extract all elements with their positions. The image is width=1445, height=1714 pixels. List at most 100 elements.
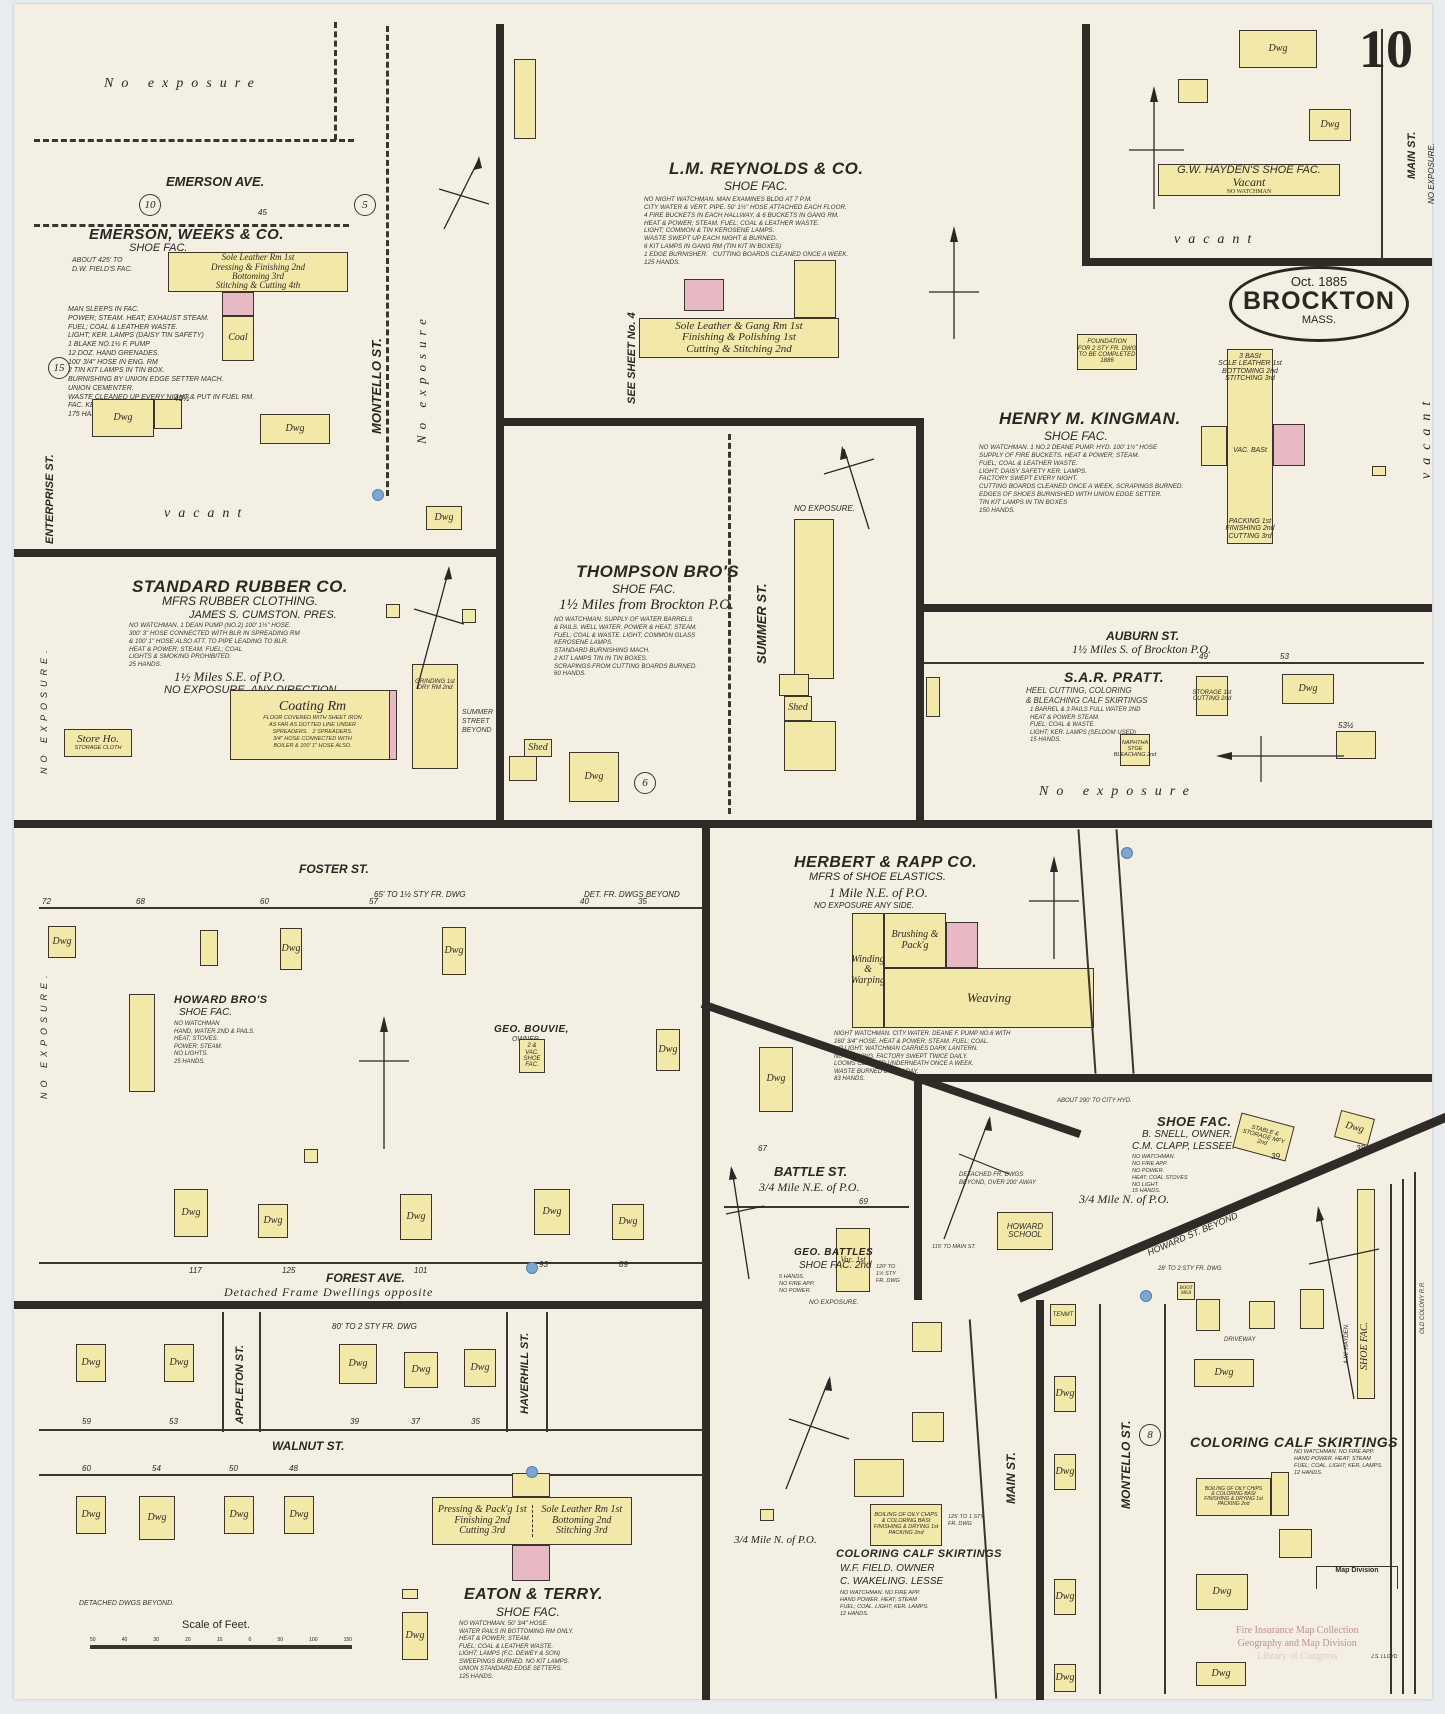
winding-warping-room[interactable]: Winding & Warping [851, 913, 885, 1028]
dwelling[interactable]: Dwg [258, 1204, 288, 1238]
howard-bros-notes: NO WATCHMAN HAND, WATER 2nd & PAILS. HEA… [174, 1021, 255, 1065]
naphtha-storage[interactable]: NAPHTHA STGE BLEACHING 2nd [1114, 734, 1156, 766]
dwelling[interactable]: Dwg [1196, 1662, 1246, 1686]
dwelling[interactable]: Dwg [48, 926, 76, 958]
lm-reynolds-factory[interactable]: Sole Leather & Gang Rm 1st Finishing & P… [639, 318, 839, 358]
outbuilding[interactable] [304, 1149, 318, 1163]
battle-st-label: BATTLE ST. [774, 1164, 848, 1179]
aw-hayden-annex[interactable] [1271, 1472, 1289, 1516]
dwelling[interactable]: Dwg [1333, 1109, 1376, 1147]
thompson-distance: 1½ Miles from Brockton P.O. [559, 597, 734, 613]
office[interactable] [1201, 426, 1227, 466]
dwelling[interactable]: Dwg [260, 414, 330, 444]
dwelling[interactable]: Dwg [442, 927, 466, 975]
haverhill-st-label: HAVERHILL ST. [519, 1332, 531, 1414]
lm-reynolds-annex[interactable] [794, 260, 836, 318]
dwelling[interactable]: Dwg [174, 1189, 208, 1237]
gw-hayden-status: Vacant [1232, 175, 1266, 190]
kingman-factory[interactable]: 3 BASt SOLE LEATHER 1st BOTTOMING 2nd ST… [1218, 349, 1282, 544]
dwelling[interactable]: Dwg [1239, 30, 1317, 68]
howard-school[interactable]: HOWARD SCHOOL [997, 1212, 1053, 1250]
shed[interactable]: Shed [524, 739, 552, 757]
dwelling[interactable]: Dwg [164, 1344, 194, 1382]
dwelling[interactable]: Dwg [464, 1349, 496, 1387]
dwelling[interactable]: Dwg [569, 752, 619, 802]
dwelling[interactable]: Dwg [1309, 109, 1351, 141]
dwelling[interactable]: Dwg [426, 506, 462, 530]
dwelling[interactable] [1249, 1301, 1275, 1329]
dwelling[interactable]: Dwg [1054, 1454, 1076, 1490]
stable-storage[interactable]: STABLE & STORAGE MFY 2nd [1232, 1112, 1295, 1162]
dwelling[interactable]: Dwg [280, 928, 302, 970]
dwelling[interactable]: Dwg [1194, 1359, 1254, 1387]
scale-title: Scale of Feet. [182, 1619, 250, 1631]
boot-maker[interactable]: BOOT MKR [1177, 1282, 1195, 1300]
battles-factory[interactable]: Vac. 1st [836, 1228, 870, 1292]
title-cartouche: Oct. 1885 BROCKTON MASS. [1229, 266, 1409, 342]
coal-shed-brett[interactable]: SHOE FAC. [1357, 1189, 1375, 1399]
dwelling[interactable]: Dwg [139, 1496, 175, 1540]
bouvie-factory[interactable]: 2 & VAC. SHOE FAC. [519, 1039, 545, 1073]
store-house[interactable] [779, 674, 809, 696]
dwelling[interactable]: Dwg [400, 1194, 432, 1240]
store-house[interactable] [1279, 1529, 1312, 1558]
barn[interactable] [509, 756, 537, 781]
dwelling[interactable]: Dwg [1282, 674, 1334, 704]
north-arrow-icon [943, 1116, 1010, 1240]
dwelling[interactable]: Dwg [612, 1204, 644, 1240]
dwelling[interactable] [1196, 1299, 1220, 1331]
dwelling[interactable]: Dwg [76, 1496, 106, 1534]
foundation-note-bldg[interactable]: FOUNDATION FOR 2 STY FR. DWG TO BE COMPL… [1077, 334, 1137, 370]
dwelling[interactable]: Dwg [404, 1352, 438, 1388]
dwelling[interactable] [200, 930, 218, 966]
shed[interactable]: Shed [784, 696, 812, 721]
eaton-terry-factory[interactable]: Pressing & Pack'g 1st Finishing 2nd Cutt… [432, 1497, 632, 1545]
dwelling[interactable]: Dwg [402, 1612, 428, 1660]
field-factory[interactable]: BOILING OF OILY CHIPS & COLORING BASt FI… [870, 1504, 942, 1546]
dwelling[interactable] [1300, 1289, 1324, 1329]
emerson-weeks-factory[interactable]: Sole Leather Rm 1st Dressing & Finishing… [168, 252, 348, 292]
dwelling[interactable]: Dwg [284, 1496, 314, 1534]
vacant-fac-bldg[interactable] [514, 59, 536, 139]
dwelling[interactable]: Dwg [92, 399, 154, 437]
snell-lessee: C.M. CLAPP, LESSEE. [1132, 1141, 1235, 1152]
store-house[interactable]: Store Ho. STORAGE CLOTH [64, 729, 132, 757]
dwelling[interactable] [912, 1322, 942, 1352]
walnut-st-label: WALNUT ST. [272, 1439, 345, 1453]
thompson-factory[interactable] [794, 519, 834, 679]
coating-room-note: FLOOR COVERED WITH SHEET IRON AS FAR AS … [263, 715, 362, 749]
walnut-note: 80' TO 2 STY FR. DWG [332, 1322, 417, 1331]
dwelling[interactable]: Dwg [339, 1344, 377, 1384]
dwelling[interactable]: Dwg [224, 1496, 254, 1534]
pratt-factory[interactable]: STORAGE 1st CUTTING 2nd [1193, 676, 1231, 716]
naphtha-house[interactable] [386, 604, 400, 618]
outbuilding[interactable] [462, 609, 476, 623]
dwelling[interactable]: Dwg [656, 1029, 680, 1071]
weaving-room[interactable]: Weaving [884, 968, 1094, 1028]
herbert-rapp-sub: MFRS of SHOE ELASTICS. [809, 871, 946, 883]
outbuilding[interactable] [402, 1589, 418, 1599]
dwelling[interactable]: Dwg [1054, 1376, 1076, 1412]
thompson-sub: SHOE FAC. [612, 582, 676, 596]
oil-house[interactable] [1372, 466, 1386, 476]
howard-bros-factory[interactable] [129, 994, 155, 1092]
vacant-label: vacant [164, 506, 250, 521]
brushing-packing-room[interactable]: Brushing & Pack'g [884, 913, 946, 968]
dwelling[interactable]: Dwg [76, 1344, 106, 1382]
hydrant-icon [372, 489, 384, 501]
naphtha-shed[interactable] [760, 1509, 774, 1521]
standard-rubber-factory[interactable]: Coating Rm FLOOR COVERED WITH SHEET IRON… [230, 690, 395, 760]
dwelling[interactable]: Dwg [1054, 1664, 1076, 1692]
house-number: 39 [350, 1417, 359, 1426]
dwelling[interactable]: Dwg [534, 1189, 570, 1235]
dwelling[interactable] [926, 677, 940, 717]
tenement[interactable]: TENMT [1050, 1304, 1076, 1326]
gw-hayden-factory[interactable]: G.W. HAYDEN'S SHOE FAC. Vacant NO WATCHM… [1158, 164, 1340, 196]
dwelling[interactable]: Dwg [759, 1047, 793, 1112]
dwelling[interactable]: Dwg [1196, 1574, 1248, 1610]
hydrant-icon [526, 1262, 538, 1274]
coal-shed[interactable]: Coal [222, 316, 254, 361]
dwelling[interactable]: Dwg [1054, 1579, 1076, 1615]
aw-hayden-factory[interactable]: BOILING OF OILY CHIPS & COLORING BASt FI… [1196, 1478, 1271, 1516]
dwelling[interactable] [912, 1412, 944, 1442]
